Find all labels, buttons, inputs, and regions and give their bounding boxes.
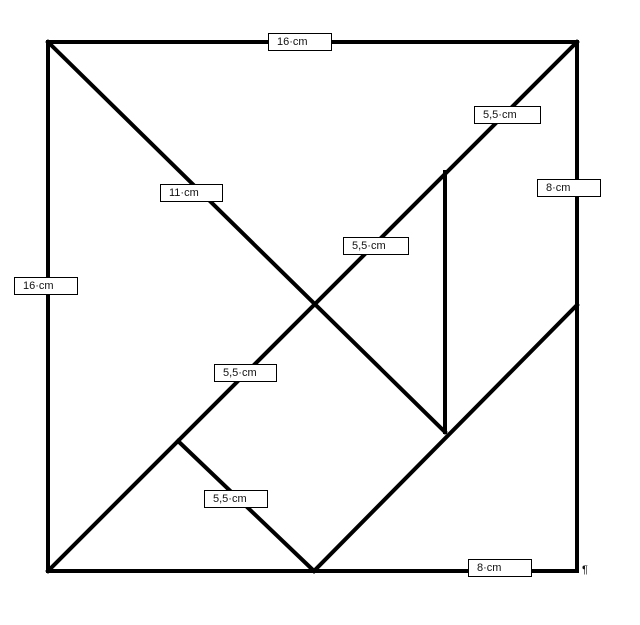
label-upper-right-diagonal: 5,5·cm: [474, 106, 541, 124]
anti-diagonal-line: [45, 39, 580, 574]
paragraph-mark: ¶: [582, 564, 588, 576]
label-bottom-right: 8·cm: [468, 559, 532, 577]
label-lower-diagonal: 5,5·cm: [214, 364, 277, 382]
label-right-upper: 8·cm: [537, 179, 601, 197]
label-main-diagonal: 11·cm: [160, 184, 223, 202]
label-left-side: 16·cm: [14, 277, 78, 295]
main-diagonal-line: [45, 39, 448, 435]
label-top-side: 16·cm: [268, 33, 332, 51]
label-center-diagonal: 5,5·cm: [343, 237, 409, 255]
label-small-triangle-edge: 5,5·cm: [204, 490, 268, 508]
lower-right-diagonal-line: [311, 302, 580, 574]
